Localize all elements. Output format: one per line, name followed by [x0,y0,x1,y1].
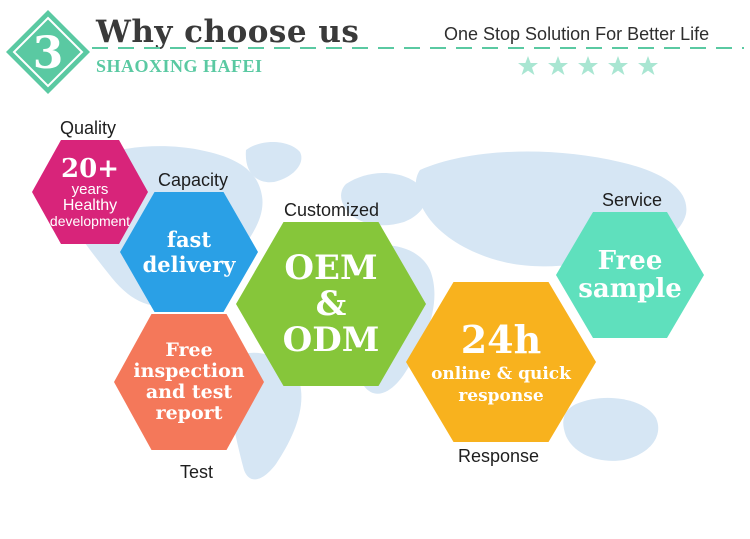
label-customized: Customized [284,200,380,220]
customized-line-2: & [315,284,347,324]
badge-number: 3 [33,28,64,79]
number-badge: 3 [6,10,90,94]
quality-line-1: years [71,180,109,198]
response-line-1: online & quick [431,364,571,384]
service-line-2: sample [578,274,682,304]
star-icon [578,56,598,75]
test-line-3: and test [145,381,233,403]
hex-service: Free sample [556,212,704,338]
quality-line-2: Healthy [62,196,118,214]
dashed-divider [92,47,744,49]
star-icon [608,56,628,75]
star-icon [518,56,538,75]
label-test: Test [180,462,214,482]
quality-line-3: development [49,212,131,229]
star-decoration [518,56,658,75]
company-name: SHAOXING HAFEI [96,56,263,76]
capacity-line-2: delivery [142,252,236,277]
label-service: Service [602,190,663,210]
test-line-1: Free [165,339,213,361]
quality-big: 20+ [61,153,119,184]
hex-capacity: fast delivery [120,192,258,312]
customized-line-3: ODM [282,320,380,360]
customized-line-1: OEM [284,248,378,288]
label-response: Response [458,446,540,466]
response-line-2: response [458,386,544,406]
star-icon [638,56,658,75]
page-title: Why choose us [96,14,360,50]
test-line-2: inspection [133,360,245,382]
label-quality: Quality [60,118,117,138]
response-big: 24h [460,317,542,362]
tagline: One Stop Solution For Better Life [444,24,710,44]
star-icon [548,56,568,75]
capacity-line-1: fast [166,227,212,252]
test-line-4: report [155,402,223,424]
label-capacity: Capacity [158,170,229,190]
service-line-1: Free [597,246,663,276]
